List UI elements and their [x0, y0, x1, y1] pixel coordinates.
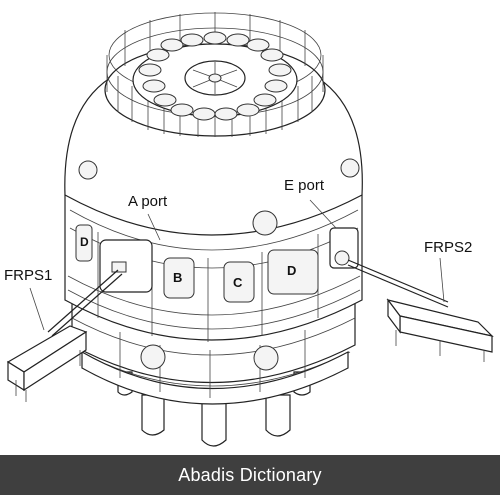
e-port-flange	[329, 227, 359, 269]
port-b-label: B	[173, 270, 183, 285]
central-ports	[132, 31, 298, 121]
footer-text: Abadis Dictionary	[178, 464, 322, 485]
frps2-label: FRPS2	[424, 239, 473, 256]
port-d-front-label: D	[287, 263, 297, 278]
a-port-label: A port	[128, 193, 168, 210]
frps1-assembly	[6, 269, 123, 402]
tokamak-vessel-diagram	[6, 12, 494, 447]
e-port-label: E port	[284, 177, 325, 194]
lower-ring	[71, 299, 356, 405]
frps2-assembly	[347, 259, 494, 362]
equatorial-ports	[75, 224, 357, 303]
port-c-label: C	[233, 275, 243, 290]
port-d-side-label: D	[80, 235, 89, 249]
frps1-label: FRPS1	[4, 267, 53, 284]
leader-lines	[29, 199, 445, 331]
footer-banner: Abadis Dictionary	[0, 455, 500, 495]
